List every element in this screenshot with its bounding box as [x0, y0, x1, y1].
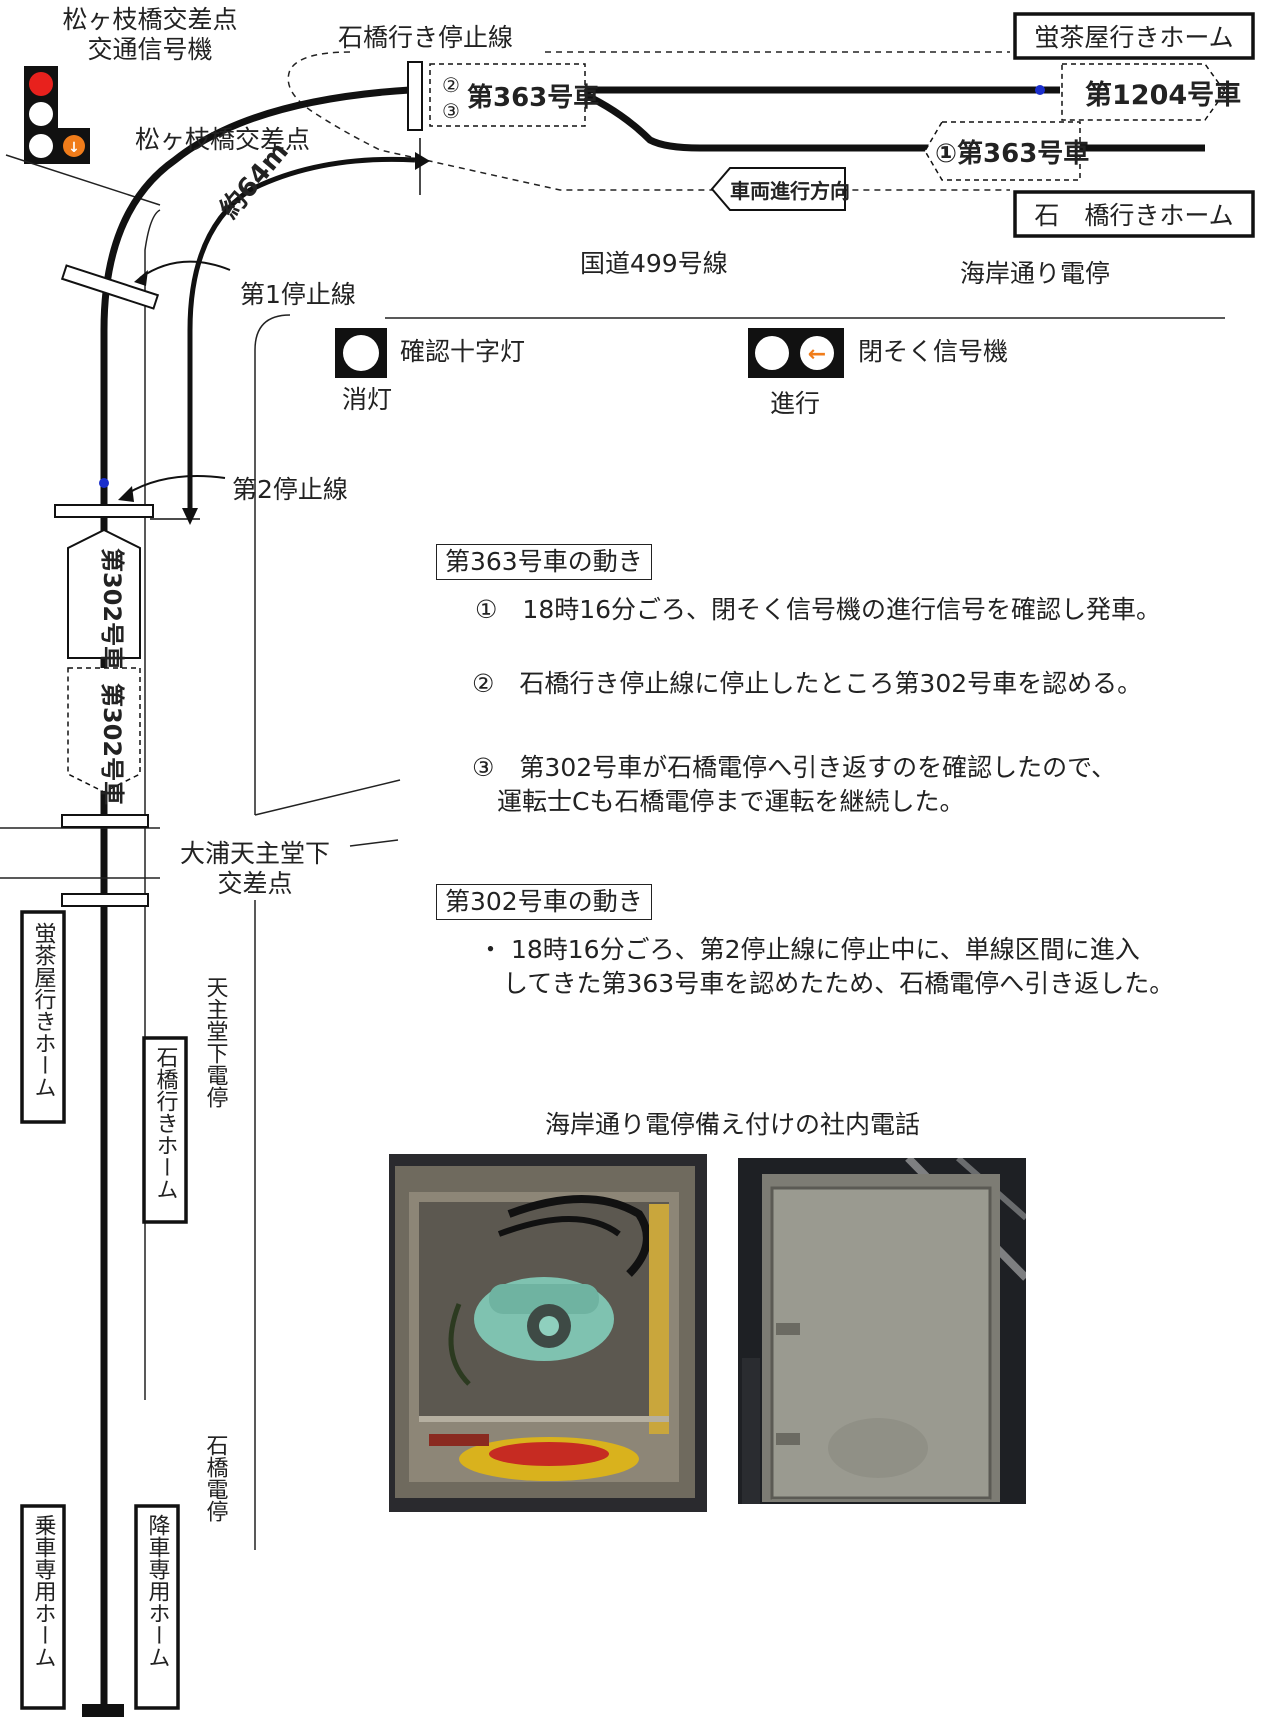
car302-note-1: ・ 18時16分ごろ、第2停止線に停止中に、単線区間に進入 — [478, 935, 1140, 964]
alighting-platform-label: 降車専用ホーム — [145, 1514, 171, 1668]
car302-note-2: してきた第363号車を認めたため、石橋電停へ引き返した。 — [478, 969, 1175, 998]
confirm-lamp-label: 確認十字灯 — [400, 337, 525, 366]
ishibashi-platform-label: 石 橋行きホーム — [1034, 201, 1233, 230]
photos-caption: 海岸通り電停備え付けの社内電話 — [545, 1110, 921, 1139]
hotaru-platform-label: 蛍茶屋行きホーム — [1034, 23, 1233, 52]
car363-note-3a: ③ 第302号車が石橋電停へ引き返すのを確認したので、 — [472, 753, 1117, 782]
car302-dashed-label: 第302号車 — [98, 683, 126, 805]
direction-label: 車両進行方向 — [730, 179, 850, 203]
boarding-platform-label: 乗車専用ホーム — [31, 1514, 57, 1668]
v-hotaru-platform-label: 蛍茶屋行きホーム — [31, 922, 57, 1098]
signal-arrow-icon: ↓ — [68, 140, 80, 156]
matsugae-crossing-label: 松ヶ枝橋交差点 — [135, 125, 310, 154]
block-signal-label: 閉そく信号機 — [858, 337, 1008, 366]
phone-cabinet-closed-photo — [738, 1158, 1026, 1504]
traffic-signal-icon: ↓ — [24, 66, 90, 164]
confirm-lamp-state: 消灯 — [342, 385, 392, 414]
car363-mark-2: ② — [442, 73, 460, 97]
confirm-lamp-icon — [343, 335, 379, 371]
block-signal-arrow-icon: ← — [808, 342, 826, 367]
car363-note-2: ② 石橋行き停止線に停止したところ第302号車を認める。 — [472, 669, 1143, 698]
car302-solid-label: 第302号車 — [98, 548, 126, 670]
v-ishibashi-platform-label: 石橋行きホーム — [153, 1046, 179, 1200]
kaigan-stop-label: 海岸通り電停 — [960, 259, 1110, 288]
block-signal-state: 進行 — [770, 389, 820, 418]
second-stop-line-label: 第2停止線 — [232, 475, 348, 504]
first-stop-line-label: 第1停止線 — [240, 280, 356, 309]
car363-notes-title: 第363号車の動き — [436, 544, 652, 580]
ishibashi-stop-label: 石橋電停 — [203, 1434, 229, 1522]
tenshudo-stop-label: 天主堂下電停 — [203, 976, 229, 1108]
car1204-label: 第1204号車 — [1085, 79, 1241, 111]
signal-title-line1: 松ヶ枝橋交差点 — [62, 5, 237, 34]
car363-pos1-label: ①第363号車 — [935, 138, 1089, 169]
signal-title-line2: 交通信号機 — [87, 35, 212, 64]
ishibashi-stop-line-label: 石橋行き停止線 — [338, 23, 513, 52]
car363-pos23-label: 第363号車 — [467, 82, 599, 113]
route-499-label: 国道499号線 — [580, 249, 728, 278]
car363-mark-3: ③ — [442, 99, 460, 123]
oura-crossing-line2: 交差点 — [217, 869, 292, 898]
car302-notes-title: 第302号車の動き — [436, 884, 652, 920]
phone-cabinet-open-photo — [389, 1154, 707, 1512]
car363-note-3b: 運転士Cも石橋電停まで運転を継続した。 — [472, 787, 965, 816]
car363-note-1: ① 18時16分ごろ、閉そく信号機の進行信号を確認し発車。 — [475, 595, 1162, 624]
block-signal-lamp-icon — [755, 336, 789, 370]
oura-crossing-line1: 大浦天主堂下 — [180, 839, 330, 868]
